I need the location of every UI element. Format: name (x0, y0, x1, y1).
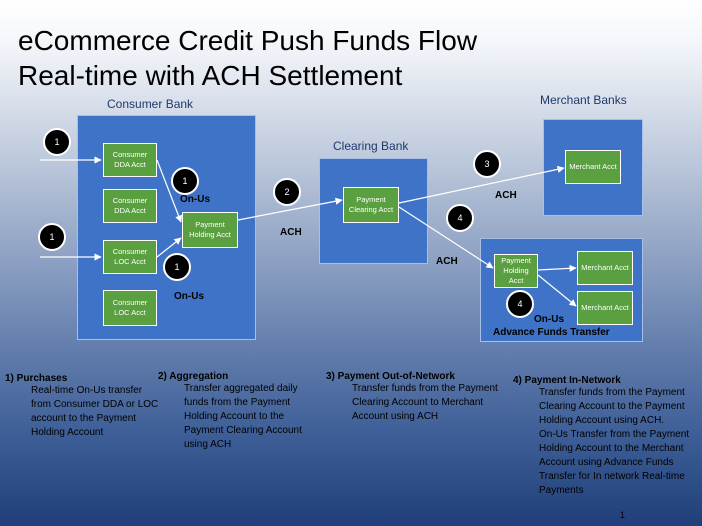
arrow-holding-to-merchant-2 (537, 274, 577, 307)
ach-label-2: ACH (495, 190, 517, 201)
step-4-body: Transfer funds from the Payment Clearing… (539, 387, 685, 426)
payment-clearing-acct: Payment Clearing Acct (343, 187, 399, 223)
step-1-description: 1) Purchases Real-time On-Us transfer fr… (5, 373, 161, 440)
step-1-body: Real-time On-Us transfer from Consumer D… (31, 385, 159, 438)
step-badge-4a: 4 (446, 204, 474, 232)
step-4-heading: 4) Payment In-Network (513, 375, 621, 386)
onus-label-2: On-Us (174, 291, 204, 302)
arrow-holding-to-clearing (237, 197, 343, 221)
ach-label-1: ACH (280, 227, 302, 238)
step-badge-1d: 1 (163, 253, 191, 281)
ach-label-3: ACH (436, 256, 458, 267)
step-4-body-2: On-Us Transfer from the Payment Holding … (539, 429, 690, 496)
step-3-heading: 3) Payment Out-of-Network (326, 371, 455, 382)
consumer-dda-acct-2: Consumer DDA Acct (103, 189, 157, 223)
consumer-dda-acct-1: Consumer DDA Acct (103, 143, 157, 177)
step-2-heading: 2) Aggregation (158, 371, 229, 382)
arrow-clearing-to-holding (398, 206, 494, 269)
step-badge-1c: 1 (171, 167, 199, 195)
step-4-description: 4) Payment In-Network Transfer funds fro… (513, 375, 699, 498)
consumer-bank-label: Consumer Bank (107, 97, 194, 111)
merchant-banks-label: Merchant Banks (540, 93, 627, 107)
consumer-loc-acct-2: Consumer LOC Acct (103, 290, 157, 326)
arrow-clearing-to-merchant (398, 165, 565, 204)
step-1-heading: 1) Purchases (5, 373, 68, 384)
step-3-description: 3) Payment Out-of-Network Transfer funds… (326, 371, 502, 424)
step-badge-1b: 1 (38, 223, 66, 251)
arrow-holding-to-merchant-1 (537, 264, 577, 272)
clearing-bank-label: Clearing Bank (333, 139, 409, 153)
step-badge-2: 2 (273, 178, 301, 206)
consumer-loc-acct-1: Consumer LOC Acct (103, 240, 157, 274)
step-badge-1a: 1 (43, 128, 71, 156)
onus-label-1: On-Us (180, 194, 210, 205)
payment-holding-acct-consumer: Payment Holding Acct (182, 212, 238, 248)
arrow-dda-to-holding (156, 159, 183, 223)
onus-label-3: On-Us (534, 314, 564, 325)
slide-title-line2: Real-time with ACH Settlement (18, 60, 403, 91)
arrow-loc-to-holding (156, 237, 182, 258)
merchant-acct-in-network-2: Merchant Acct (577, 291, 633, 325)
step-badge-4b: 4 (506, 290, 534, 318)
advance-funds-transfer-label: Advance Funds Transfer (493, 327, 610, 338)
payment-holding-acct-merchant: Payment Holding Acct (494, 254, 538, 288)
step-2-description: 2) Aggregation Transfer aggregated daily… (158, 371, 320, 452)
step-3-body: Transfer funds from the Payment Clearing… (352, 383, 498, 422)
merchant-acct-in-network-1: Merchant Acct (577, 251, 633, 285)
step-badge-3: 3 (473, 150, 501, 178)
slide-title-line1: eCommerce Credit Push Funds Flow (18, 25, 478, 56)
step-2-body: Transfer aggregated daily funds from the… (184, 383, 302, 450)
merchant-acct-out-of-network: Merchant Acct (565, 150, 621, 184)
page-number: 1 (619, 510, 625, 520)
